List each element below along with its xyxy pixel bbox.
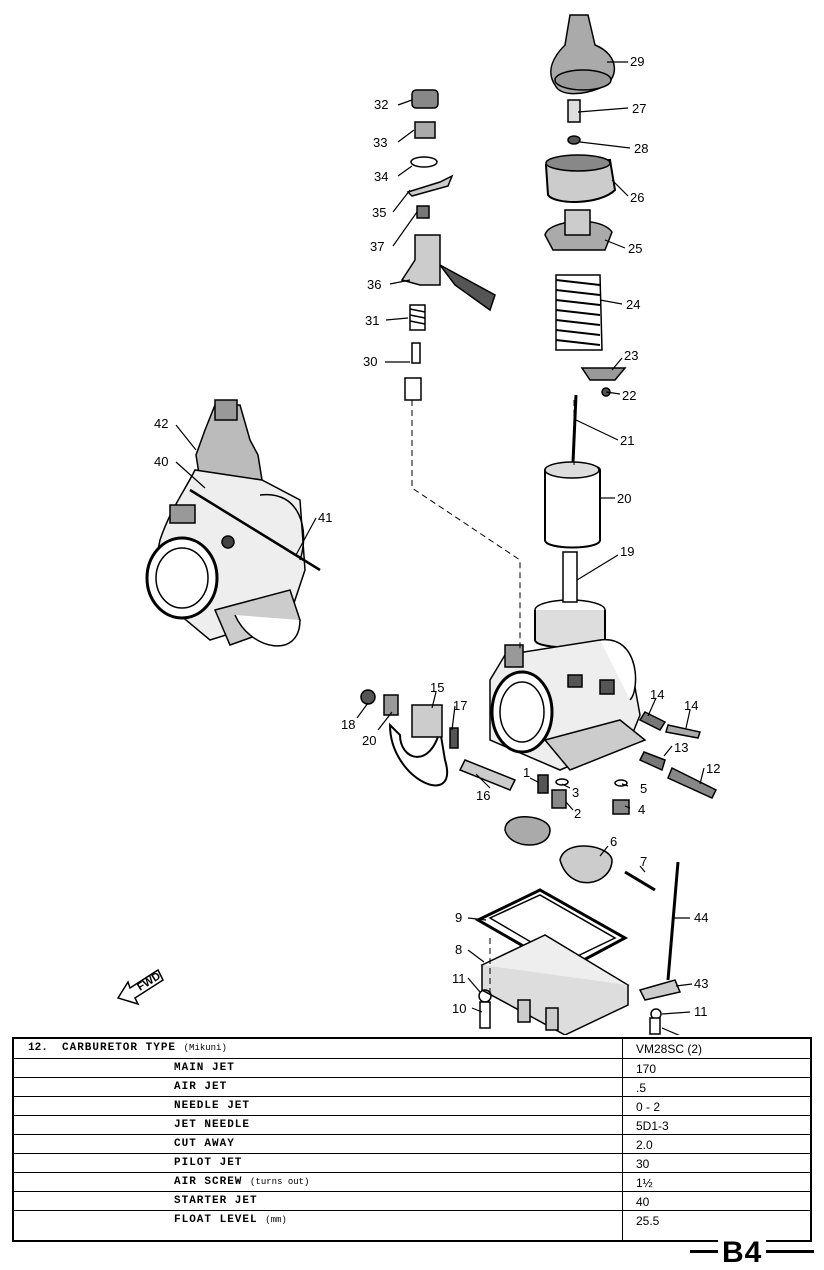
spec-row: MAIN JET 170 <box>14 1058 810 1077</box>
callout-15: 14 <box>650 687 664 702</box>
spec-row: FLOAT LEVEL (mm) 25.5 <box>14 1210 810 1229</box>
callout-44: 44 <box>694 910 708 925</box>
spec-value: 30 <box>636 1157 650 1171</box>
callout-5: 5 <box>640 781 647 796</box>
spec-label: STARTER JET <box>174 1195 258 1207</box>
callout-20: 20 <box>362 733 376 748</box>
spec-label: NEEDLE JET <box>174 1100 251 1112</box>
callout-13: 13 <box>674 740 688 755</box>
slide-assembly <box>544 14 627 603</box>
callout-38: 36 <box>367 277 381 292</box>
callout-3: 3 <box>572 785 579 800</box>
callout-41: 41 <box>318 510 332 525</box>
spec-row: AIR SCREW (turns out) 1½ <box>14 1172 810 1191</box>
callout-29: 27 <box>632 101 646 116</box>
callout-43: 43 <box>694 976 708 991</box>
callout-37: 35 <box>372 205 386 220</box>
column-divider <box>622 1039 623 1240</box>
float-bowl <box>474 888 682 1035</box>
carburetor-spec-table: 12. CARBURETOR TYPE (Mikuni) VM28SC (2) … <box>12 1037 812 1242</box>
callout-32: 30 <box>363 354 377 369</box>
section-number: 12. <box>28 1042 48 1054</box>
callout-26: 24 <box>626 297 640 312</box>
callout-30: 28 <box>634 141 648 156</box>
callout-2: 2 <box>574 806 581 821</box>
exploded-carburetor-diagram: 29 27 28 26 25 24 23 22 21 20 19 32 33 3… <box>116 14 720 1035</box>
callout-33: 31 <box>365 313 379 328</box>
callout-39: 37 <box>370 239 384 254</box>
callout-34: 32 <box>374 97 388 112</box>
spec-label: FLOAT LEVEL (mm) <box>174 1214 287 1226</box>
spec-value: 0 - 2 <box>636 1100 661 1114</box>
spec-row: JET NEEDLE 5D1-3 <box>14 1115 810 1134</box>
callout-31: 29 <box>630 54 644 69</box>
spec-value: .5 <box>636 1081 647 1095</box>
callout-16: 15 <box>430 680 444 695</box>
spec-header-row: 12. CARBURETOR TYPE (Mikuni) VM28SC (2) <box>14 1039 810 1058</box>
callout-1: 1 <box>523 765 530 780</box>
callout-36: 34 <box>374 169 388 184</box>
spec-label: PILOT JET <box>174 1157 243 1169</box>
spec-value: 25.5 <box>636 1214 660 1228</box>
callout-24: 22 <box>622 388 636 403</box>
callout-12: 12 <box>706 761 720 776</box>
spec-label: AIR JET <box>174 1081 228 1093</box>
callout-11-right: 11 <box>694 1004 708 1019</box>
callout-10-right: 10 <box>694 1032 708 1035</box>
callout-19: 18 <box>341 717 355 732</box>
callout-21: 19 <box>620 544 634 559</box>
callout-22: 20 <box>617 491 631 506</box>
spec-value: 2.0 <box>636 1138 653 1152</box>
callout-9: 9 <box>455 910 462 925</box>
callout-11-left: 11 <box>452 971 466 986</box>
assembled-carburetor <box>145 399 321 647</box>
spec-value: 40 <box>636 1195 650 1209</box>
callout-23: 21 <box>620 433 634 448</box>
spec-row: NEEDLE JET 0 - 2 <box>14 1096 810 1115</box>
spec-row: STARTER JET 40 <box>14 1191 810 1210</box>
callout-25: 23 <box>624 348 638 363</box>
callout-7: 7 <box>640 854 647 869</box>
callout-35: 33 <box>373 135 387 150</box>
carburetor-body <box>489 599 647 771</box>
spec-label: AIR SCREW (turns out) <box>174 1176 310 1188</box>
callout-14: 14 <box>684 698 698 713</box>
spec-value: 170 <box>636 1062 657 1076</box>
callout-17: 16 <box>476 788 490 803</box>
spec-label: JET NEEDLE <box>174 1119 251 1131</box>
callout-4: 4 <box>638 802 645 817</box>
starter-plunger-assembly <box>400 89 496 401</box>
page-code: B4 <box>718 1236 767 1270</box>
spec-row: AIR JET .5 <box>14 1077 810 1096</box>
fwd-arrow-icon <box>116 968 164 1006</box>
spec-row: PILOT JET 30 <box>14 1153 810 1172</box>
spec-value: 5D1-3 <box>636 1119 669 1133</box>
callout-10-left: 10 <box>452 1001 466 1016</box>
callout-8: 8 <box>455 942 462 957</box>
callout-18: 17 <box>453 698 467 713</box>
callout-28: 26 <box>630 190 644 205</box>
spec-value: 1½ <box>636 1176 653 1190</box>
spec-row: CUT AWAY 2.0 <box>14 1134 810 1153</box>
side-parts <box>360 689 718 981</box>
callout-40: 40 <box>154 454 168 469</box>
callout-27: 25 <box>628 241 642 256</box>
header-value: VM28SC (2) <box>636 1042 703 1056</box>
callout-6: 6 <box>610 834 617 849</box>
spec-label: MAIN JET <box>174 1062 235 1074</box>
header-label: CARBURETOR TYPE (Mikuni) <box>62 1042 227 1054</box>
callout-42: 42 <box>154 416 168 431</box>
spec-label: CUT AWAY <box>174 1138 235 1150</box>
